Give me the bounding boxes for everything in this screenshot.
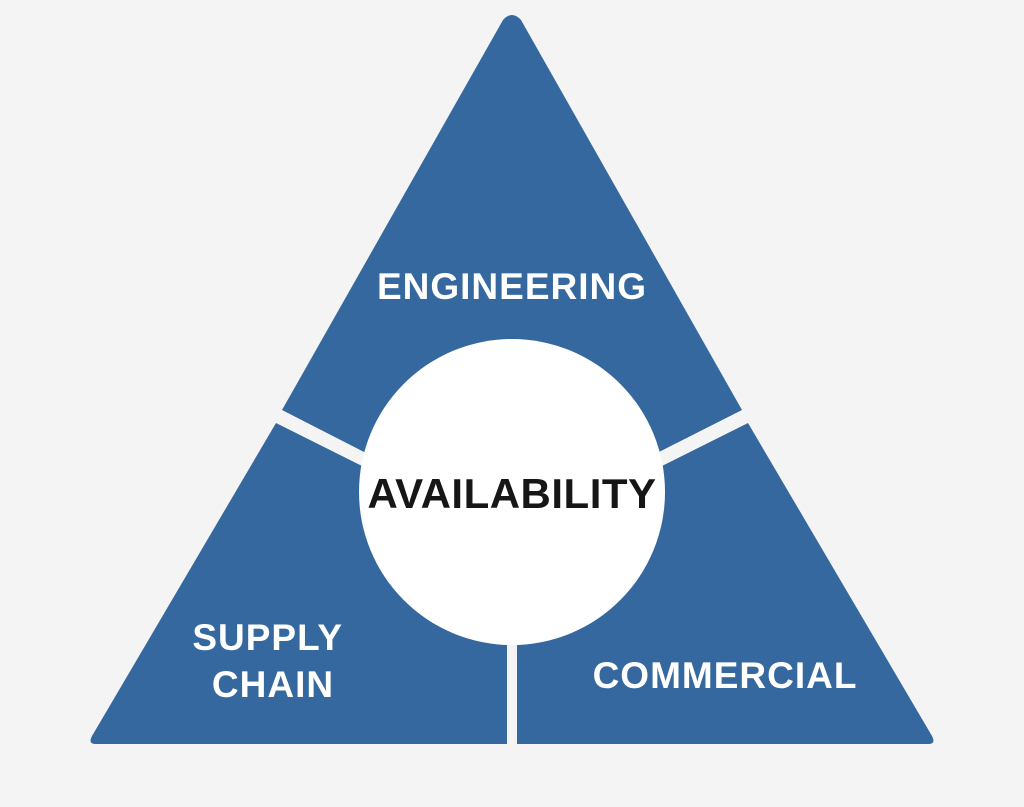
center-circle [359, 339, 665, 645]
supply-chain-label: SUPPLY CHAIN [192, 617, 353, 705]
segment-commercial [517, 423, 934, 744]
availability-label: AVAILABILITY [367, 470, 656, 517]
segment-supply-chain [90, 423, 507, 744]
segment-engineering [282, 15, 742, 454]
supply-chain-label-line2: CHAIN [212, 664, 334, 705]
engineering-label: ENGINEERING [377, 266, 647, 307]
commercial-label: COMMERCIAL [593, 655, 858, 696]
supply-chain-label-line1: SUPPLY [192, 617, 342, 658]
